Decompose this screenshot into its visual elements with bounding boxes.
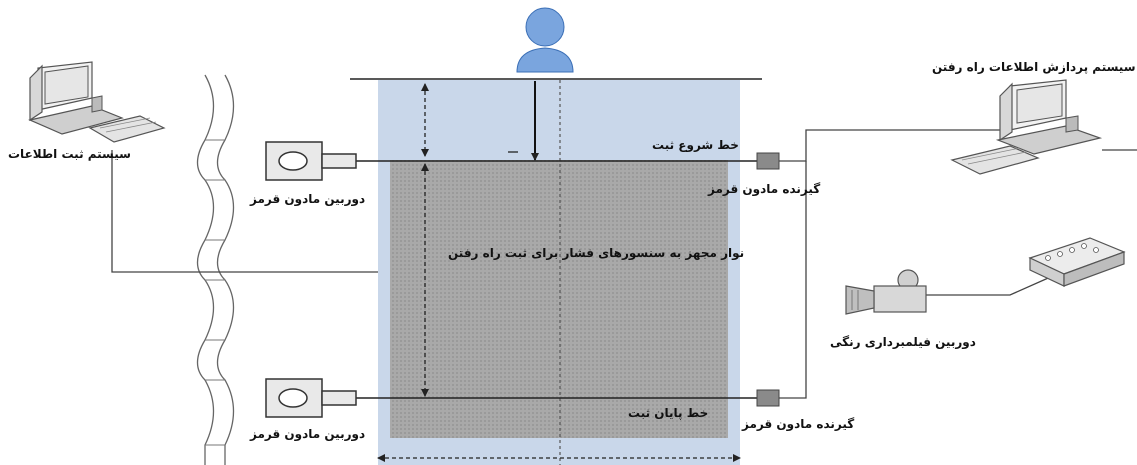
person-icon <box>516 7 574 73</box>
ir-receiver-bottom-label: گیرنده مادون قرمز <box>742 417 855 431</box>
ir-receiver-top-label: گیرنده مادون قرمز <box>708 182 821 196</box>
network-switch-icon <box>1028 237 1126 287</box>
record-end-line-label: خط پایان ثبت <box>628 406 709 420</box>
color-video-camera-label: دوربین فیلمبرداری رنگی <box>830 335 976 349</box>
pressure-sensor-area <box>390 160 728 438</box>
computer-icon <box>950 79 1103 175</box>
right-cable-bottom <box>779 161 807 399</box>
left-cable <box>111 150 378 273</box>
video-camera-icon <box>845 269 927 315</box>
ir-camera-top-label: دوربین مادون قرمز <box>250 192 366 206</box>
info-record-system-label: سیستم ثبت اطلاعات <box>8 147 131 161</box>
record-start-line-label: خط شروع ثبت <box>652 138 739 152</box>
right-cable-top <box>779 129 1000 162</box>
gait-processing-system-label: سیستم پردازش اطلاعات راه رفتن <box>932 60 1136 74</box>
pressure-walkway-label: نوار مجهز به سنسورهای فشار برای ثبت راه … <box>448 246 745 260</box>
receiver-icon <box>756 152 780 170</box>
camera-icon <box>265 378 357 418</box>
cable-conduit <box>196 74 235 465</box>
computer-icon <box>28 61 166 143</box>
ir-camera-bottom-label: دوربین مادون قرمز <box>250 427 366 441</box>
camera-icon <box>265 141 357 181</box>
receiver-icon <box>756 389 780 407</box>
video-cable <box>925 274 1056 296</box>
